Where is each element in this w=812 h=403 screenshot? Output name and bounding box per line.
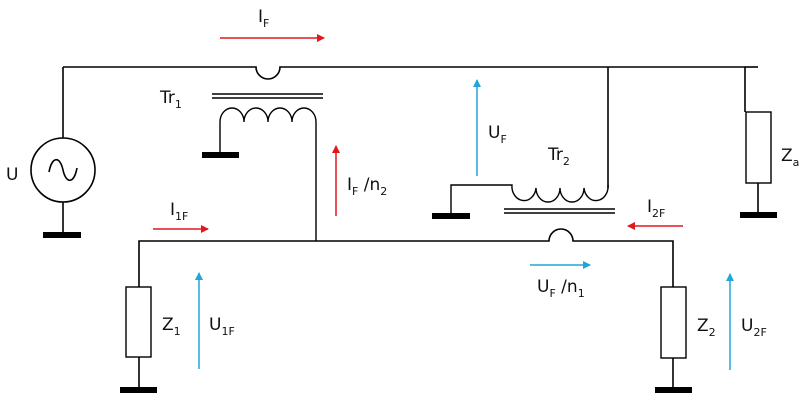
impedance-z1 xyxy=(125,286,152,358)
bottom-wire xyxy=(138,228,674,287)
label-i-f-n2: IF /n2 xyxy=(347,175,387,198)
label-i-2f: I2F xyxy=(647,197,665,220)
impedance-z2 xyxy=(660,286,687,359)
label-i-f: IF xyxy=(258,7,269,30)
label-source-u: U xyxy=(6,165,18,185)
label-u-2f: U2F xyxy=(741,316,767,339)
label-tr2: Tr2 xyxy=(547,145,570,168)
tr2-coil-icon xyxy=(450,184,609,215)
top-wire xyxy=(63,66,746,112)
label-u-f: UF xyxy=(488,123,507,146)
label-za: Za xyxy=(781,146,799,169)
tr1-coil-icon xyxy=(219,107,317,241)
label-u-f-n1: UF /n1 xyxy=(537,277,585,300)
label-u-1f: U1F xyxy=(209,315,235,338)
label-tr1: Tr1 xyxy=(159,88,182,111)
sine-icon xyxy=(48,158,78,182)
label-z1: Z1 xyxy=(162,315,181,338)
label-z2: Z2 xyxy=(697,316,716,339)
impedance-za xyxy=(745,111,772,184)
label-i-1f: I1F xyxy=(170,200,188,223)
